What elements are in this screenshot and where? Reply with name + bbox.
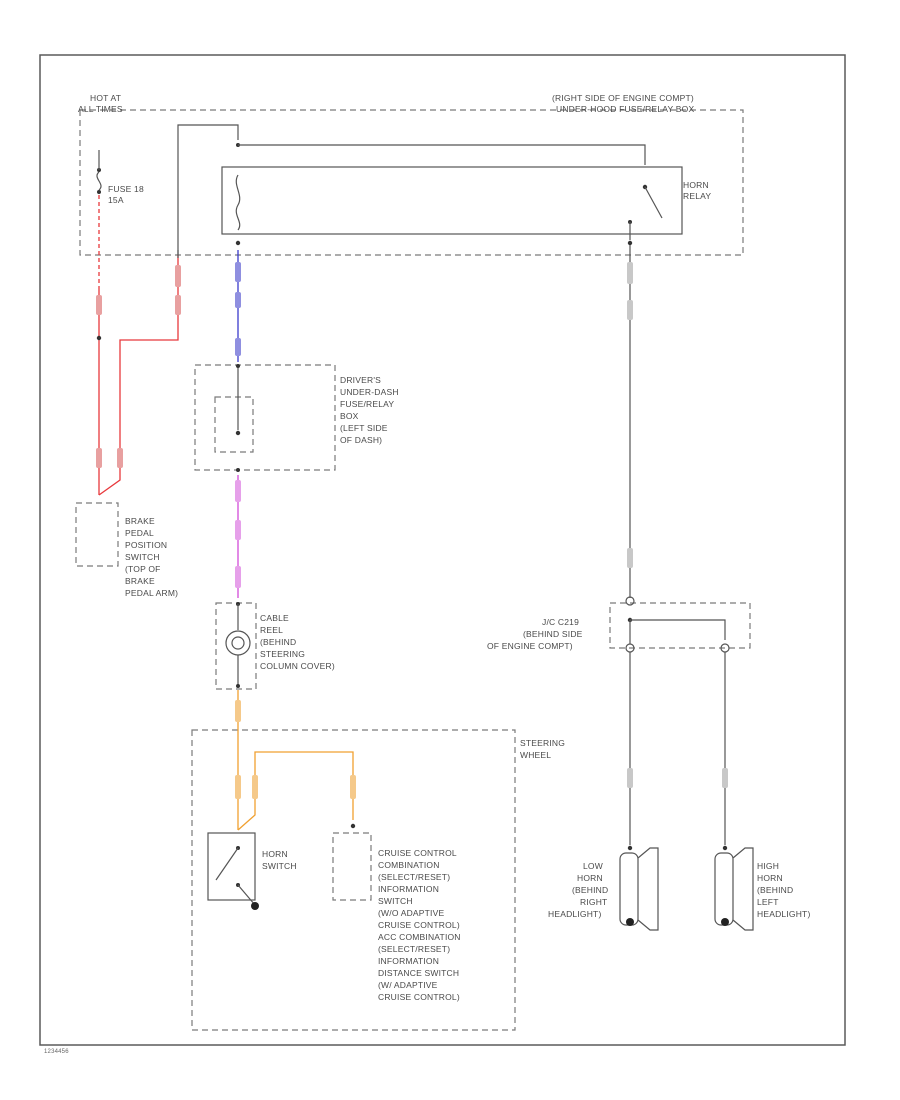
low-horn-label: LOW HORN (BEHIND RIGHT HEADLIGHT) — [548, 861, 611, 919]
figure-code: 1234456 — [44, 1049, 69, 1055]
horn-relay-label: HORN RELAY — [683, 180, 711, 201]
pink-wire-group — [235, 475, 241, 598]
horn-switch — [207, 832, 256, 901]
junction-connector-box — [609, 602, 751, 649]
cable-reel-label: CABLE REEL (BEHIND STEERING COLUMN COVER… — [260, 613, 335, 671]
horn-relay — [221, 166, 683, 235]
horn-switch-label: HORN SWITCH — [262, 849, 297, 871]
steering-wheel-label: STEERING WHEEL — [520, 738, 568, 760]
junction-connector-label: J/C C219 (BEHIND SIDE OF ENGINE COMPT) — [487, 617, 585, 651]
red-wire-connectors — [96, 265, 181, 468]
drivers-box-label: DRIVER'S UNDER-DASH FUSE/RELAY BOX (LEFT… — [340, 375, 401, 445]
gray-wire-right — [627, 240, 633, 598]
high-horn — [714, 845, 754, 931]
brake-switch-label: BRAKE PEDAL POSITION SWITCH (TOP OF BRAK… — [125, 516, 178, 598]
cruise-control-switch — [332, 832, 372, 901]
drivers-micu — [214, 396, 254, 453]
hot-at-all-times-label: HOT AT ALL TIMES — [78, 93, 124, 114]
low-horn — [619, 845, 659, 931]
engine-compartment-box-label: (RIGHT SIDE OF ENGINE COMPT) UNDER-HOOD … — [552, 93, 696, 114]
ground-point — [251, 902, 259, 910]
cruise-control-label: CRUISE CONTROL COMBINATION (SELECT/RESET… — [378, 848, 463, 1002]
brake-pedal-position-switch — [75, 502, 119, 567]
svg-text:FUSE 18 15A: FUSE 18 15A — [108, 184, 146, 205]
cable-reel-box — [215, 602, 257, 690]
high-horn-label: HIGH HORN (BEHIND LEFT HEADLIGHT) — [757, 861, 810, 919]
orange-wire-group — [235, 690, 356, 831]
steering-wheel-box — [191, 729, 516, 1031]
red-wire-group — [96, 195, 179, 496]
under-hood-fuse-relay-box — [79, 109, 744, 256]
drivers-under-dash-fuse-relay-box — [194, 364, 336, 471]
fuse-18: FUSE 18 15A — [96, 168, 146, 205]
diagram-frame — [39, 54, 846, 1046]
blue-wire-group — [235, 240, 241, 362]
cable-reel-icon — [225, 630, 251, 656]
